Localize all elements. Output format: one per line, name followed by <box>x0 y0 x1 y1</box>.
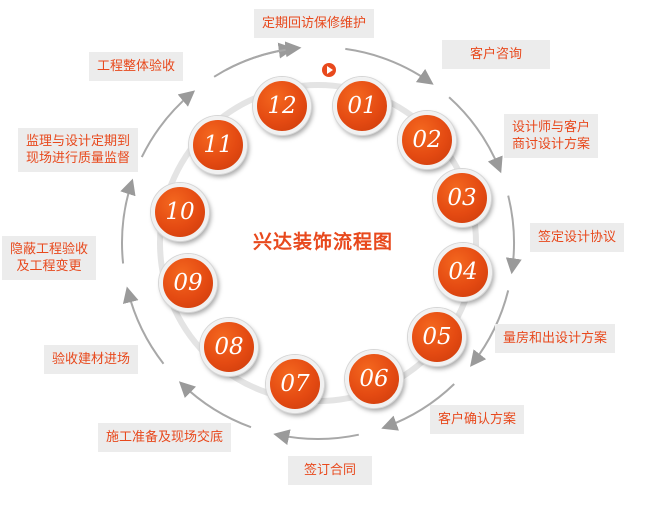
play-icon <box>322 63 336 77</box>
step-label-03: 签定设计协议 <box>530 223 625 252</box>
flow-arrow-9 <box>120 178 136 264</box>
step-circle-10: 10 <box>151 183 209 241</box>
step-circle-04: 04 <box>434 243 492 301</box>
step-label-01: 客户咨询 <box>442 40 550 69</box>
step-circle-08: 08 <box>200 318 258 376</box>
flow-arrow-2 <box>448 96 503 174</box>
step-label-12: 定期回访保修维护 <box>254 9 375 38</box>
flow-arrow-7 <box>178 381 252 429</box>
flow-arrow-4 <box>470 290 510 367</box>
step-label-04: 量房和出设计方案 <box>495 324 616 353</box>
step-circle-01: 01 <box>333 77 391 135</box>
flow-arrow-10 <box>140 90 196 158</box>
diagram-title: 兴达装饰流程图 <box>252 231 393 253</box>
flow-arrow-1 <box>345 47 434 85</box>
step-label-07: 施工准备及现场交底 <box>98 423 232 452</box>
step-circle-11: 11 <box>189 116 247 174</box>
step-label-10: 监理与设计定期到 现场进行质量监督 <box>18 128 139 172</box>
step-circle-12: 12 <box>253 77 311 135</box>
step-label-11: 工程整体验收 <box>89 52 184 81</box>
step-circle-03: 03 <box>433 169 491 227</box>
flow-arrow-8 <box>122 286 165 365</box>
flow-arrow-3 <box>505 195 522 275</box>
step-label-05: 客户确认方案 <box>430 405 525 434</box>
step-label-02: 设计师与客户 商讨设计方案 <box>504 114 599 158</box>
flow-arrow-12 <box>225 41 302 71</box>
step-label-09: 隐蔽工程验收 及工程变更 <box>2 236 97 280</box>
flow-arrow-5 <box>381 383 455 431</box>
step-label-06: 签订合同 <box>288 456 372 485</box>
step-circle-09: 09 <box>159 254 217 312</box>
step-circle-07: 07 <box>266 355 324 413</box>
step-circle-05: 05 <box>408 308 466 366</box>
flow-arrow-11 <box>213 42 295 78</box>
step-label-08: 验收建材进场 <box>44 345 139 374</box>
step-circle-06: 06 <box>345 350 403 408</box>
flow-arrow-6 <box>273 429 360 446</box>
step-circle-02: 02 <box>398 111 456 169</box>
